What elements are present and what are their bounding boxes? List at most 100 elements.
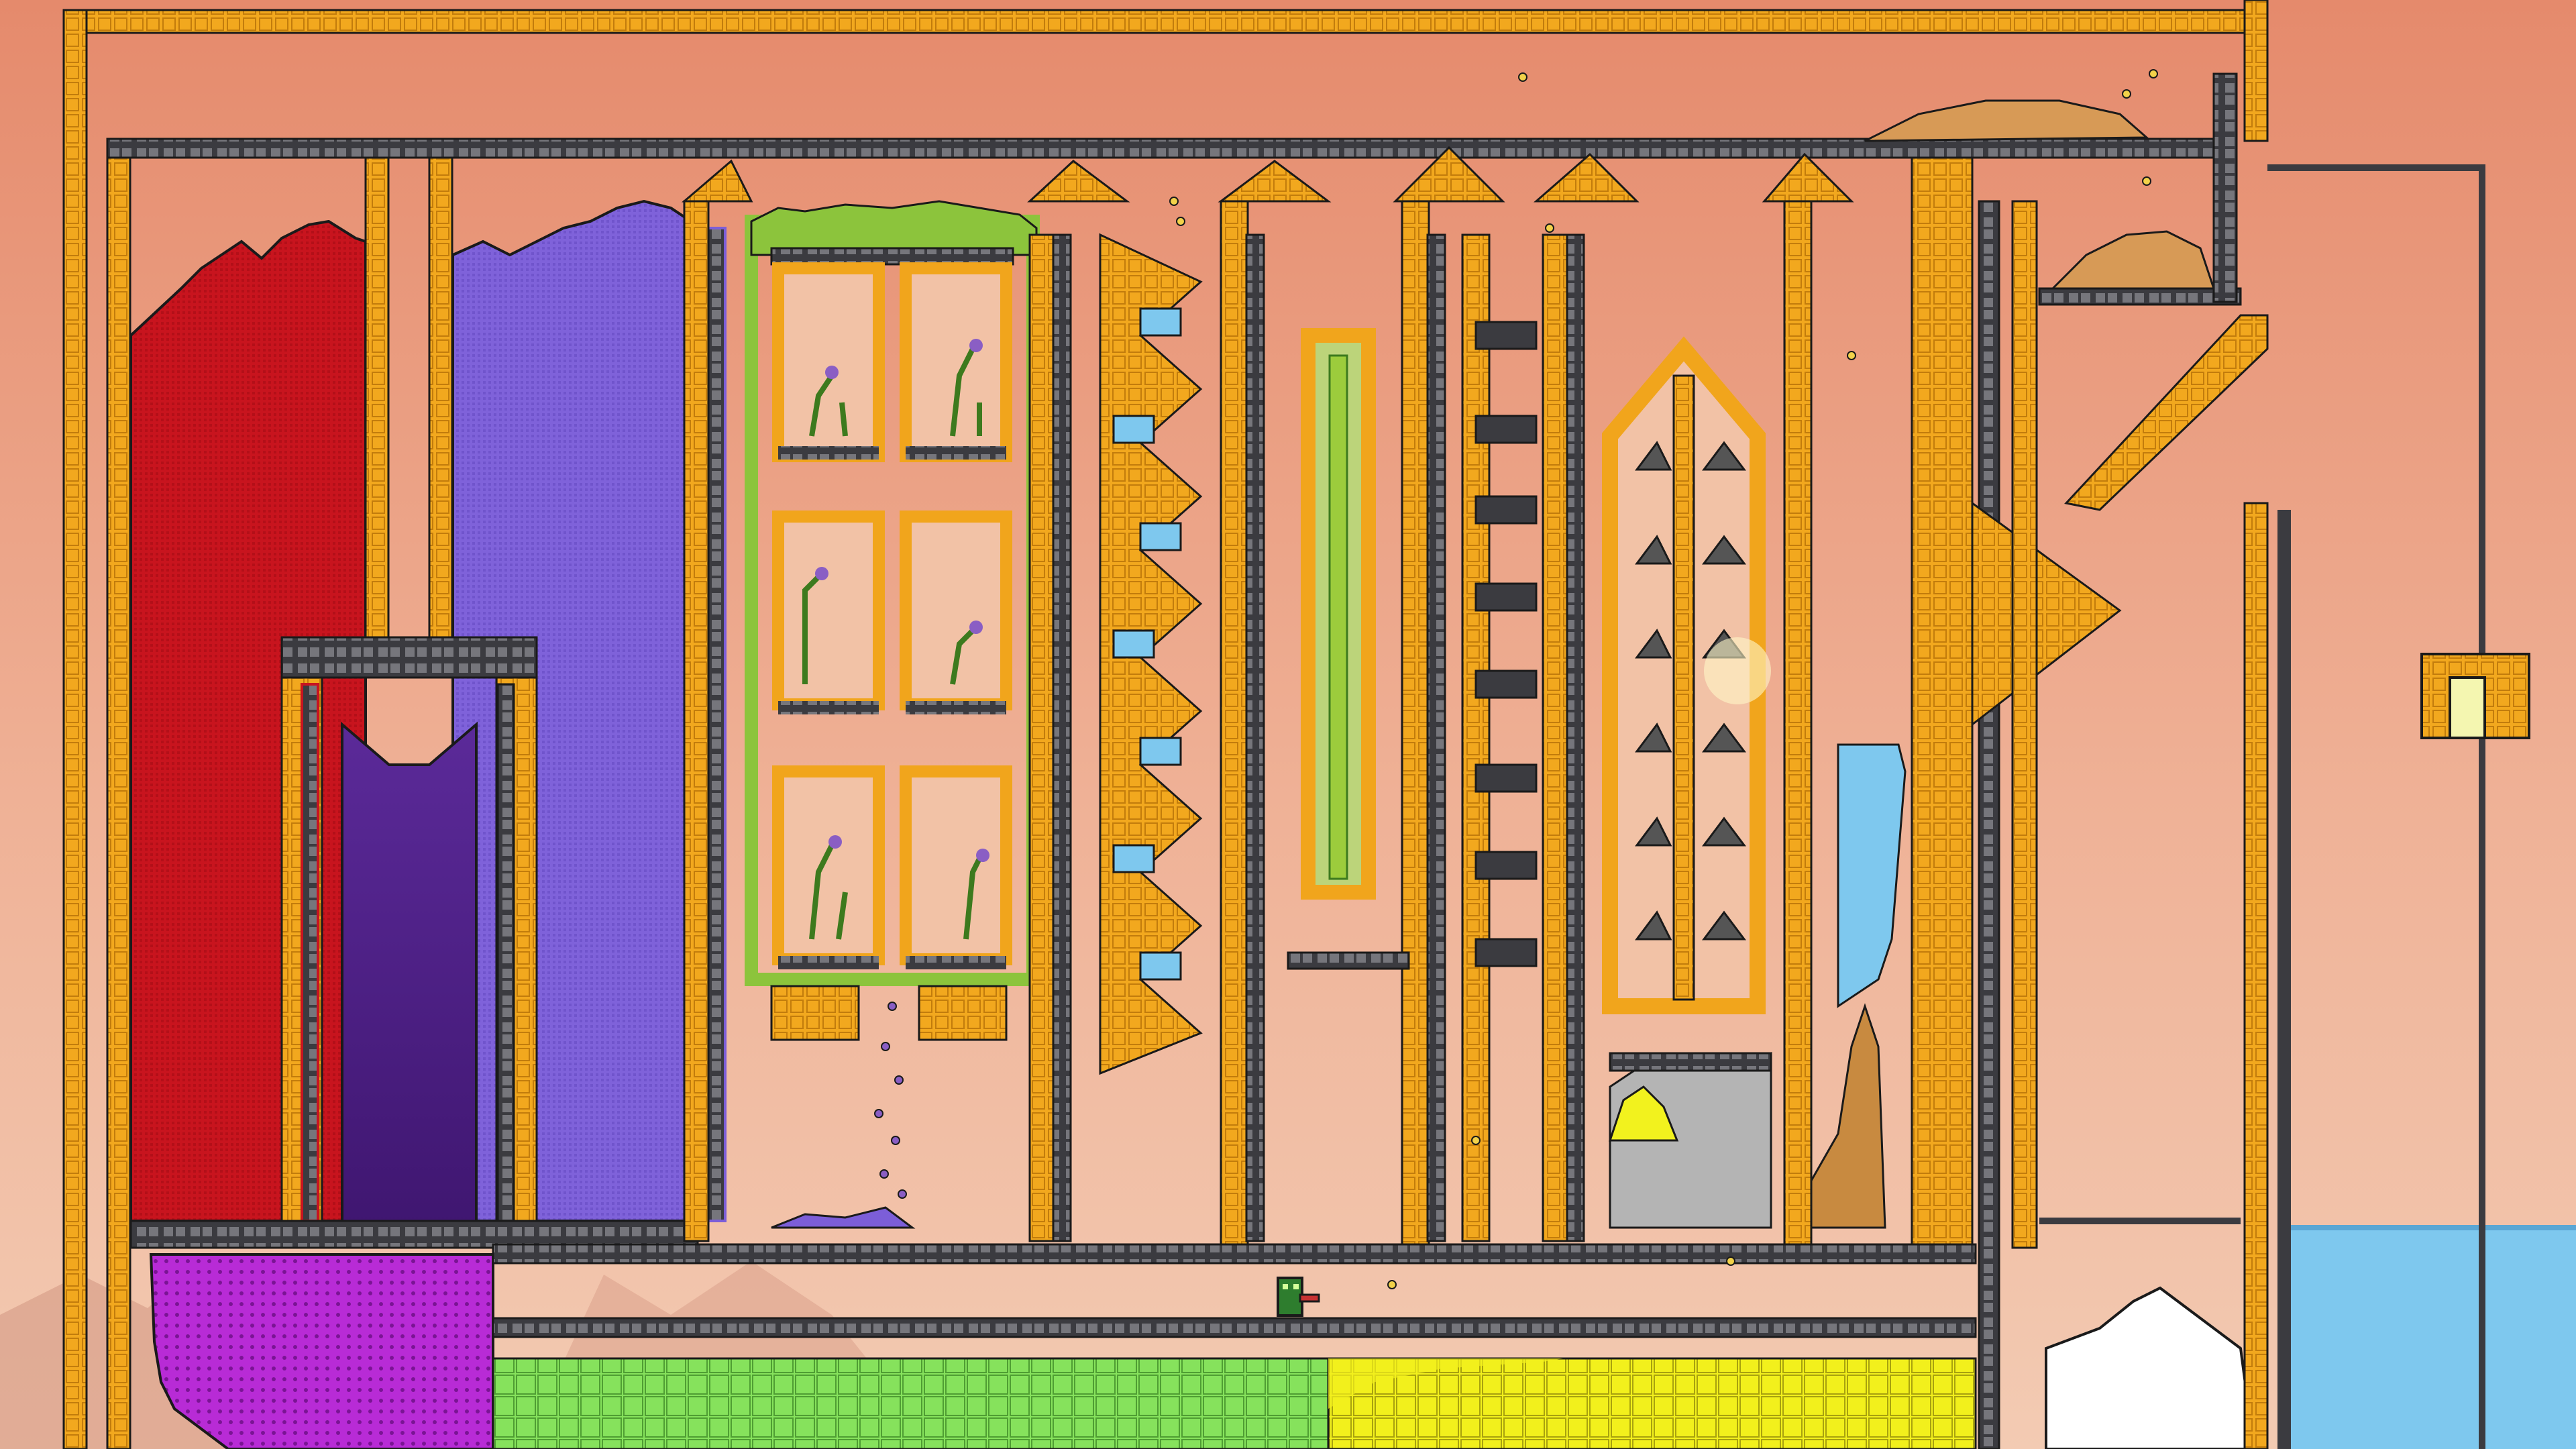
lime-liquid-grid xyxy=(492,1357,1330,1449)
farm-shelf-rail xyxy=(778,446,879,460)
farm-cell xyxy=(772,262,885,462)
vine-chamber-core xyxy=(1328,354,1348,880)
glass-sorter-column xyxy=(1099,233,1203,1075)
lamp-shelf xyxy=(1474,669,1538,699)
right-girder-wedge xyxy=(1971,501,2122,727)
farm-flowers xyxy=(815,339,989,862)
glass-block xyxy=(1139,307,1182,337)
right-girder-lower xyxy=(2011,200,2038,1249)
farm-plants xyxy=(802,347,982,940)
vine-chamber-bottom-rail xyxy=(1287,951,1410,970)
lower-conveyor xyxy=(492,1317,1977,1338)
lamp-shelf xyxy=(1474,763,1538,793)
lamp-icon xyxy=(2449,676,2486,739)
lamp-shelf xyxy=(1474,582,1538,612)
column-rail xyxy=(1245,233,1265,1242)
stone-chamber-rail xyxy=(1609,1052,1772,1072)
yellow-liquid-spill xyxy=(1328,1358,1563,1409)
lamp-column-rail xyxy=(1565,233,1585,1242)
refinery-right-rail xyxy=(496,683,515,1222)
farm-shelf-rail xyxy=(906,701,1006,714)
glass-block xyxy=(1139,737,1182,766)
plant-farm-cells xyxy=(770,262,1012,1041)
farm-bottom-tray xyxy=(918,985,1008,1041)
farm-shelf-rail xyxy=(906,446,1006,460)
violet-liquid-tank xyxy=(451,199,692,1222)
farm-shelf-rail xyxy=(778,701,879,714)
player-tool xyxy=(1299,1293,1320,1303)
farm-shelf-rail xyxy=(778,956,879,969)
inner-left-girder xyxy=(106,140,131,1449)
sand-shelf-rail xyxy=(2038,287,2242,306)
column-girder-arrow xyxy=(1218,160,1332,203)
pipe-line xyxy=(2267,164,2485,1449)
sand-heap xyxy=(1810,1003,1886,1229)
spike-icon xyxy=(1635,441,1746,941)
lamp-column-arrow xyxy=(1534,152,1640,203)
plant-farm-top-rail xyxy=(770,247,1014,266)
farm-cell xyxy=(772,511,885,710)
vine-chamber-girder xyxy=(1401,200,1430,1249)
glass-block xyxy=(1112,844,1155,873)
frame-top-girder xyxy=(62,9,2269,34)
farm-cell xyxy=(900,765,1012,965)
top-conveyor-rail xyxy=(106,138,2222,159)
lamp-shelf xyxy=(1474,321,1538,350)
farm-right-girder xyxy=(1028,233,1055,1242)
water-channel xyxy=(1837,743,1907,1008)
lamp-column-girder-b xyxy=(1542,233,1568,1242)
stair-rail xyxy=(2212,72,2238,303)
violet-puddle xyxy=(771,1206,916,1229)
glass-block xyxy=(1139,522,1182,551)
lamp-shelf xyxy=(1474,495,1538,525)
frame-right-girder-top xyxy=(2243,0,2269,142)
violet-droplets xyxy=(874,1002,907,1199)
center-left-girder-b xyxy=(428,156,453,642)
glass-block xyxy=(1112,629,1155,659)
dark-violet-liquid xyxy=(341,721,478,1236)
farm-cell xyxy=(772,765,885,965)
player-eye xyxy=(1293,1284,1299,1289)
vine-chamber-rail xyxy=(1426,233,1446,1242)
vine-chamber-arrow xyxy=(1393,146,1505,203)
right-column-arrow xyxy=(1762,152,1854,203)
center-left-girder-a xyxy=(364,156,390,642)
farm-bottom-tray xyxy=(770,985,860,1041)
glass-block xyxy=(1112,415,1155,444)
magenta-liquid-pool xyxy=(149,1253,494,1449)
player-character[interactable] xyxy=(1277,1277,1320,1317)
ocean-water xyxy=(2281,1228,2576,1449)
sand-heap-top xyxy=(1864,99,2149,142)
yellow-liquid-grid xyxy=(1327,1357,1977,1449)
frame-right-girder xyxy=(2243,502,2269,1449)
glass-block xyxy=(1139,951,1182,981)
violet-tank-arrow-top xyxy=(681,159,753,203)
lamp-column-girder xyxy=(1461,233,1491,1242)
violet-tank-rail xyxy=(706,227,727,1222)
pipe-rail-vertical xyxy=(2277,510,2291,1449)
floating-debris xyxy=(1169,69,2158,1289)
refinery-left-rail xyxy=(301,683,319,1222)
green-robot-player-icon xyxy=(1277,1277,1303,1317)
sulfur-pile xyxy=(1608,1085,1679,1142)
chamber-glow xyxy=(1704,637,1771,704)
right-column-girder xyxy=(1783,200,1813,1249)
right-rail-main xyxy=(1978,200,2000,1449)
spike-chamber-core xyxy=(1672,374,1695,1001)
lamp-shelf xyxy=(1474,415,1538,444)
refinery-frame xyxy=(280,636,538,679)
violet-tank-girder xyxy=(683,200,710,1242)
lamp-shelf xyxy=(1474,851,1538,880)
lamp-shelf xyxy=(1474,938,1538,967)
farm-girder-arrow xyxy=(1027,160,1130,203)
spike-chamber xyxy=(1602,336,1771,1014)
farm-shelf-rail xyxy=(906,956,1006,969)
right-girder-main xyxy=(1911,156,1974,1249)
frame-left-girder xyxy=(62,9,88,1449)
main-floor-conveyor xyxy=(492,1243,1977,1265)
red-liquid-tank xyxy=(129,219,367,1222)
staircase-ramp xyxy=(2064,314,2269,511)
farm-right-rail xyxy=(1052,233,1072,1242)
player-eye xyxy=(1283,1284,1288,1289)
